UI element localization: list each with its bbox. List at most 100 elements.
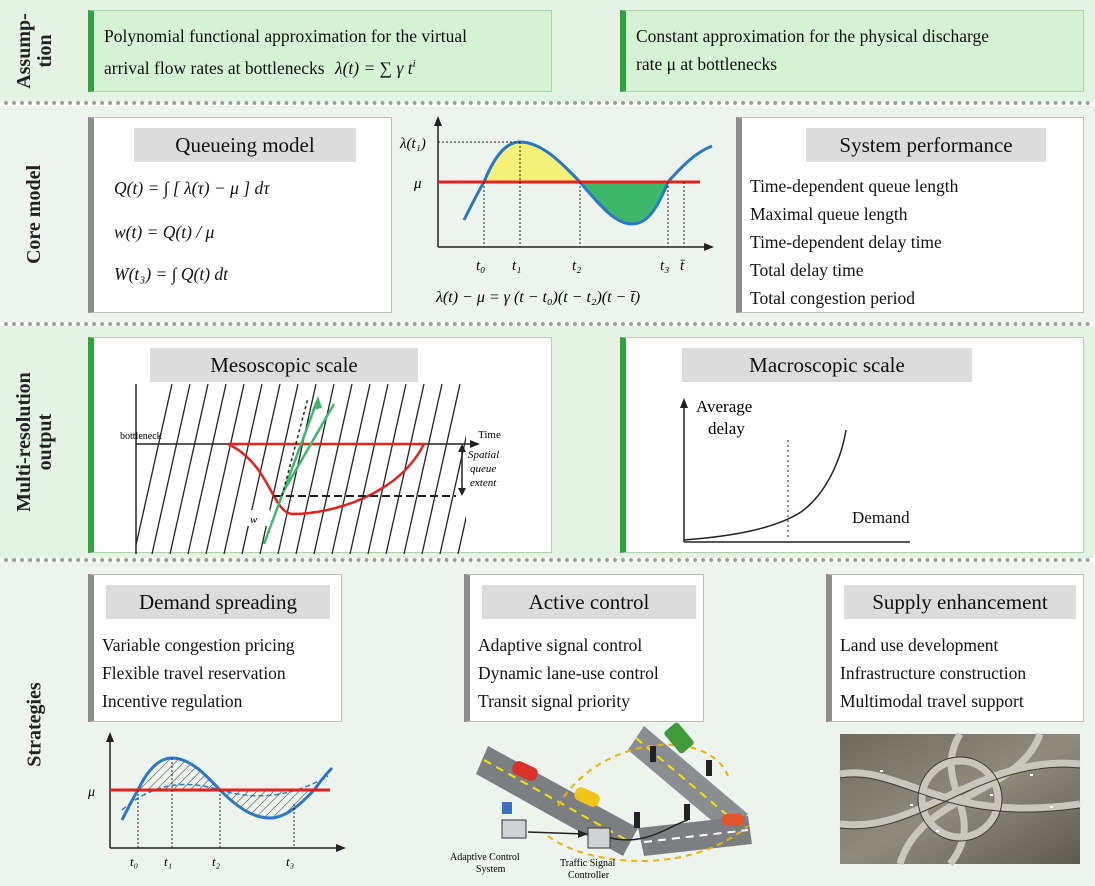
- active-control-illustration: Adaptive Control System Traffic Signal C…: [448, 716, 778, 882]
- queue-label: queue: [470, 463, 496, 475]
- total-delay-equation: W(t₃) = ∫ Q(t) dt: [114, 264, 228, 285]
- system-performance-panel: System performance Time-dependent queue …: [736, 117, 1084, 313]
- strategy-item: Infrastructure construction: [840, 663, 1026, 684]
- macroscopic-panel: Macroscopic scale Average delay Demand: [620, 337, 1084, 553]
- average-label: Average: [696, 397, 752, 416]
- mu-label: μ: [413, 176, 422, 192]
- signal-controller-label: Traffic Signal: [560, 858, 616, 869]
- interchange-aerial-photo: [840, 734, 1080, 864]
- demand-spreading-title: Demand spreading: [106, 585, 330, 619]
- graph-y-arrow: [434, 116, 442, 126]
- extent-label: extent: [470, 477, 497, 489]
- row-label-core: Core model: [0, 106, 70, 322]
- row-label-assumption: Assump- tion: [0, 0, 70, 102]
- separator-1: [4, 101, 1091, 105]
- strategy-item: Flexible travel reservation: [102, 663, 286, 684]
- mini-t3-label: t₃: [286, 854, 294, 869]
- queue-extent-arrow-bottom: [458, 488, 466, 496]
- supply-enhancement-title: Supply enhancement: [844, 585, 1076, 619]
- signal-controller-box: [588, 828, 610, 848]
- hatched-peak: [138, 758, 220, 790]
- t1-label: t₁: [512, 258, 521, 274]
- macroscopic-title: Macroscopic scale: [682, 348, 972, 382]
- perf-item: Maximal queue length: [750, 204, 907, 225]
- mini-t1-label: t₁: [164, 854, 172, 869]
- delay-label: delay: [708, 419, 745, 438]
- virtual-trajectory: [282, 398, 308, 496]
- mesoscopic-panel: Mesoscopic scale w bottlene: [88, 337, 552, 553]
- road-main: [476, 746, 638, 856]
- lambda-t1-label: λ(t₁): [399, 136, 426, 152]
- macro-y-arrow: [680, 398, 688, 408]
- queue-shockwave-boundary: [228, 444, 424, 514]
- assumption-left-panel: Polynomial functional approximation for …: [88, 10, 552, 92]
- arrival-rate-formula: λ(t) = ∑ γ t: [335, 58, 413, 78]
- polynomial-formula: λ(t) − μ = γ (t − t₀)(t − t₂)(t − t̄): [435, 289, 640, 306]
- congestion-fill-positive: [484, 142, 580, 182]
- meso-time-arrow: [470, 440, 480, 448]
- demand-spreading-graph: μ t₀ t₁ t₂ t₃: [80, 730, 350, 880]
- mini-mu-label: μ: [87, 785, 95, 800]
- assumption-left-line1: Polynomial functional approximation for …: [104, 23, 467, 49]
- assumption-left-line2: arrival flow rates at bottlenecks λ(t) =…: [104, 51, 416, 81]
- assumption-right-panel: Constant approximation for the physical …: [620, 10, 1084, 92]
- perf-item: Total delay time: [750, 260, 863, 281]
- delayed-trajectory: [264, 404, 316, 544]
- mini-t0-label: t₀: [130, 854, 138, 869]
- active-control-title: Active control: [482, 585, 696, 619]
- mini-y-arrow: [106, 732, 114, 742]
- link-arrow: [528, 832, 584, 834]
- queue-profile-graph: λ(t₁) μ t₀ t₁ t₂ t₃ t̄ λ(t) − μ = γ (t −…: [396, 112, 726, 312]
- orange-car: [722, 814, 744, 826]
- strategy-item: Land use development: [840, 635, 998, 656]
- queue-length-equation: Q(t) = ∫ [ λ(τ) − μ ] dτ: [114, 178, 269, 199]
- supply-enhancement-panel: Supply enhancement Land use development …: [826, 574, 1084, 722]
- strategy-item: Variable congestion pricing: [102, 635, 294, 656]
- graph-x-arrow: [704, 243, 714, 251]
- traffic-light-2: [706, 760, 712, 776]
- perf-item: Time-dependent delay time: [750, 232, 942, 253]
- mini-t2-label: t₂: [212, 854, 221, 869]
- row-label-multi: Multi-resolution output: [0, 326, 70, 558]
- tbar-label: t̄: [680, 258, 686, 274]
- queueing-model-title: Queueing model: [134, 128, 356, 162]
- strategy-item: Transit signal priority: [478, 691, 630, 712]
- delay-demand-curve: [684, 430, 846, 540]
- t0-label: t₀: [476, 258, 485, 274]
- traffic-light-1: [650, 746, 656, 762]
- adaptive-system-label: System: [476, 864, 506, 875]
- strategy-item: Adaptive signal control: [478, 635, 642, 656]
- bottleneck-label: bottleneck: [120, 431, 162, 442]
- time-label: Time: [478, 429, 501, 441]
- t3-label: t₃: [660, 258, 669, 274]
- spatial-label: Spatial: [468, 449, 499, 461]
- mesoscopic-diagram: w bottleneck Time Spatial queue extent: [94, 384, 514, 554]
- separator-2: [4, 322, 1091, 326]
- congestion-fill-negative: [580, 182, 668, 224]
- mesoscopic-title: Mesoscopic scale: [150, 348, 418, 382]
- signal-controller-label-2: Controller: [568, 870, 610, 881]
- separator-3: [4, 558, 1091, 562]
- delay-equation: w(t) = Q(t) / μ: [114, 222, 214, 243]
- perf-item: Total congestion period: [750, 288, 915, 309]
- queueing-model-panel: Queueing model Q(t) = ∫ [ λ(τ) − μ ] dτ …: [88, 117, 392, 313]
- strategy-item: Incentive regulation: [102, 691, 242, 712]
- demand-label: Demand: [852, 508, 910, 528]
- traffic-light-3: [684, 804, 690, 820]
- demand-spreading-panel: Demand spreading Variable congestion pri…: [88, 574, 342, 722]
- perf-item: Time-dependent queue length: [750, 176, 958, 197]
- active-control-panel: Active control Adaptive signal control D…: [464, 574, 704, 722]
- wireless-antenna: [502, 802, 512, 814]
- adaptive-control-label: Adaptive Control: [450, 852, 520, 863]
- strategy-item: Multimodal travel support: [840, 691, 1024, 712]
- traffic-light-4: [634, 812, 640, 828]
- assumption-right-line1: Constant approximation for the physical …: [636, 23, 989, 49]
- assumption-right-line2: rate μ at bottlenecks: [636, 51, 777, 77]
- system-performance-title: System performance: [806, 128, 1046, 162]
- control-system-computer: [502, 820, 526, 838]
- row-label-strategies: Strategies: [0, 562, 70, 886]
- mini-x-arrow: [336, 844, 346, 852]
- w-label: w: [250, 514, 258, 526]
- strategy-item: Dynamic lane-use control: [478, 663, 659, 684]
- t2-label: t₂: [572, 258, 581, 274]
